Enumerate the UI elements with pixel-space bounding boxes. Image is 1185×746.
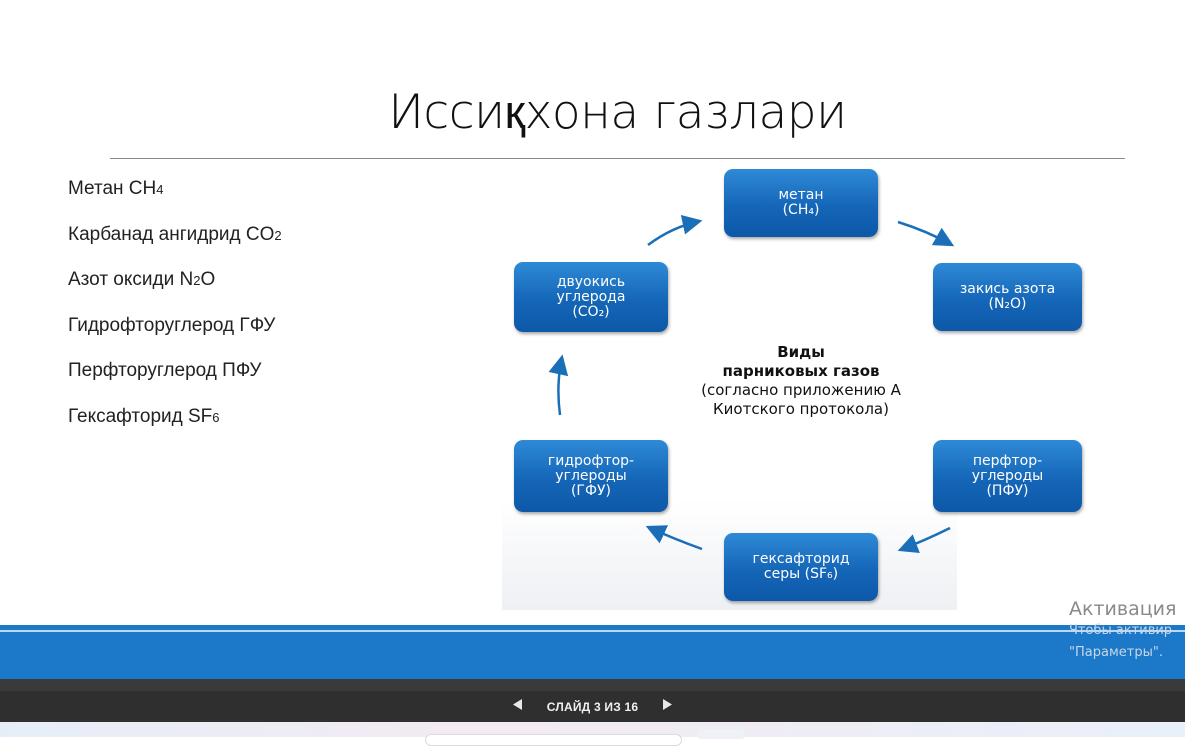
diagram-center-caption: Виды парниковых газов (согласно приложен… — [701, 343, 901, 418]
slide-canvas: Иссиқхона газлари Метан CH4 Карбанад анг… — [68, 85, 1125, 610]
slide-title: Иссиқхона газлари — [388, 85, 847, 140]
gas-item-pfc: Перфторуглерод ПФУ — [68, 360, 262, 382]
box-hfc: гидрофтор-углероды(ГФУ) — [514, 440, 668, 512]
taskbar — [0, 722, 1185, 737]
triangle-left-icon — [513, 699, 523, 710]
next-slide-button[interactable] — [660, 699, 674, 714]
arrow-hfc-to-co2 — [548, 354, 569, 416]
box-nitrous-oxide: закись азота(N₂O) — [933, 263, 1082, 331]
taskbar-button[interactable] — [697, 729, 745, 739]
arrow-co2-to-methane — [647, 214, 703, 247]
box-methane: метан(CH₄) — [724, 169, 878, 237]
triangle-right-icon — [662, 699, 672, 710]
slide-footer-band — [0, 625, 1185, 679]
gas-item-methane: Метан CH4 — [68, 178, 164, 199]
arrow-sf6-to-hfc — [645, 525, 703, 551]
footer-band-line — [0, 630, 1185, 632]
cycle-arrows — [548, 214, 955, 554]
arrow-pfc-to-sf6 — [897, 526, 951, 554]
box-pfc: перфтор-углероды(ПФУ) — [933, 440, 1082, 512]
gas-list: Метан CH4 Карбанад ангидрид CO2 Азот окс… — [68, 176, 282, 450]
gas-item-co2: Карбанад ангидрид CO2 — [68, 223, 282, 245]
slide-navigation: СЛАЙД 3 ИЗ 16 — [0, 691, 1185, 722]
slideshow-statusbar — [0, 679, 1185, 722]
windows-activation-watermark: Активация Чтобы активир "Параметры". — [1069, 598, 1177, 660]
gas-item-n2o: Азот оксиди N2O — [68, 269, 216, 291]
gas-item-sf6: Гексафторид SF6 — [68, 405, 220, 427]
slide-counter: СЛАЙД 3 ИЗ 16 — [546, 699, 639, 714]
greenhouse-gas-cycle-diagram: метан(CH₄) закись азота(N₂O) перфтор-угл… — [502, 165, 1082, 610]
previous-slide-button[interactable] — [511, 699, 525, 714]
title-divider — [110, 158, 1125, 159]
taskbar-search-input[interactable] — [425, 734, 682, 746]
gas-item-hfc: Гидрофторуглерод ГФУ — [68, 314, 276, 336]
arrow-methane-to-nitrous — [897, 220, 955, 247]
